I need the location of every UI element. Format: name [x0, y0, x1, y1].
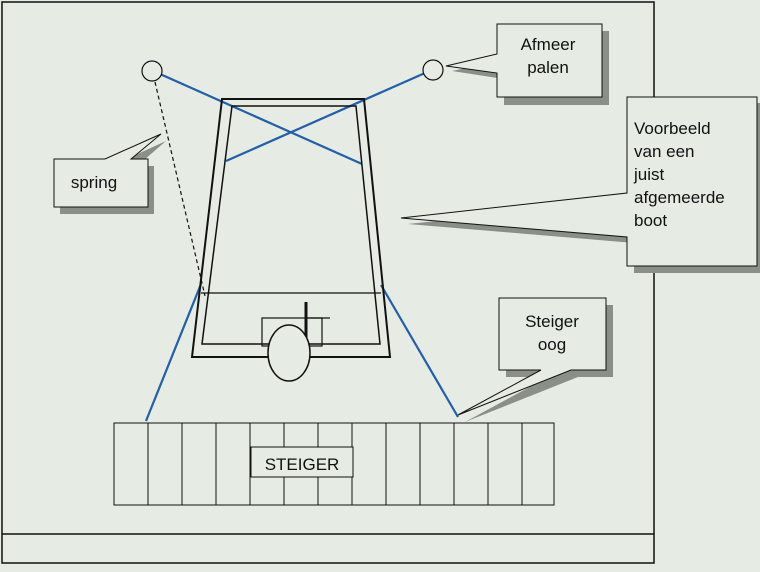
callout-afmeer-palen: Afmeer palen [445, 23, 609, 105]
spring-line [154, 81, 206, 297]
mooring-pole-left [141, 60, 163, 82]
steiger-label: STEIGER [265, 455, 340, 474]
mooring-line-left-pole [159, 72, 363, 166]
steiger-oog-ring [267, 324, 311, 382]
callout-steiger-oog-line2: oog [538, 335, 566, 354]
outer-frame [1, 1, 655, 564]
dock-outline [113, 422, 555, 506]
callout-voorbeeld-line5: boot [634, 211, 667, 230]
mooring-line-stern-left [144, 283, 203, 422]
callout-voorbeeld: Voorbeeld van een juist afgemeerde boot [400, 96, 760, 273]
mooring-line-right-pole [225, 71, 426, 163]
callout-steiger-oog-line1: Steiger [525, 312, 579, 331]
callout-voorbeeld-line3: juist [633, 165, 665, 184]
boat [190, 98, 392, 358]
callout-spring-box [53, 133, 162, 208]
callout-spring-text: spring [71, 173, 117, 192]
callout-steiger-oog: Steiger oog [457, 297, 613, 422]
callout-afmeer-line1: Afmeer [521, 35, 576, 54]
boat-hull-outer [190, 98, 392, 358]
steiger-label-box [250, 446, 354, 478]
mooring-pole-right [422, 59, 444, 81]
callout-spring: spring [53, 133, 166, 214]
boat-hull-inner [201, 105, 381, 345]
callout-voorbeeld-box [400, 96, 758, 267]
mooring-lines [144, 71, 459, 422]
callout-afmeer-line2: palen [527, 58, 569, 77]
mooring-line-stern-right [380, 284, 459, 418]
callout-steiger-oog-box [457, 297, 607, 416]
callout-voorbeeld-line2: van een [634, 142, 695, 161]
callout-afmeer-box [445, 23, 603, 98]
callout-voorbeeld-line1: Voorbeeld [634, 119, 711, 138]
callout-voorbeeld-line4: afgemeerde [634, 188, 725, 207]
